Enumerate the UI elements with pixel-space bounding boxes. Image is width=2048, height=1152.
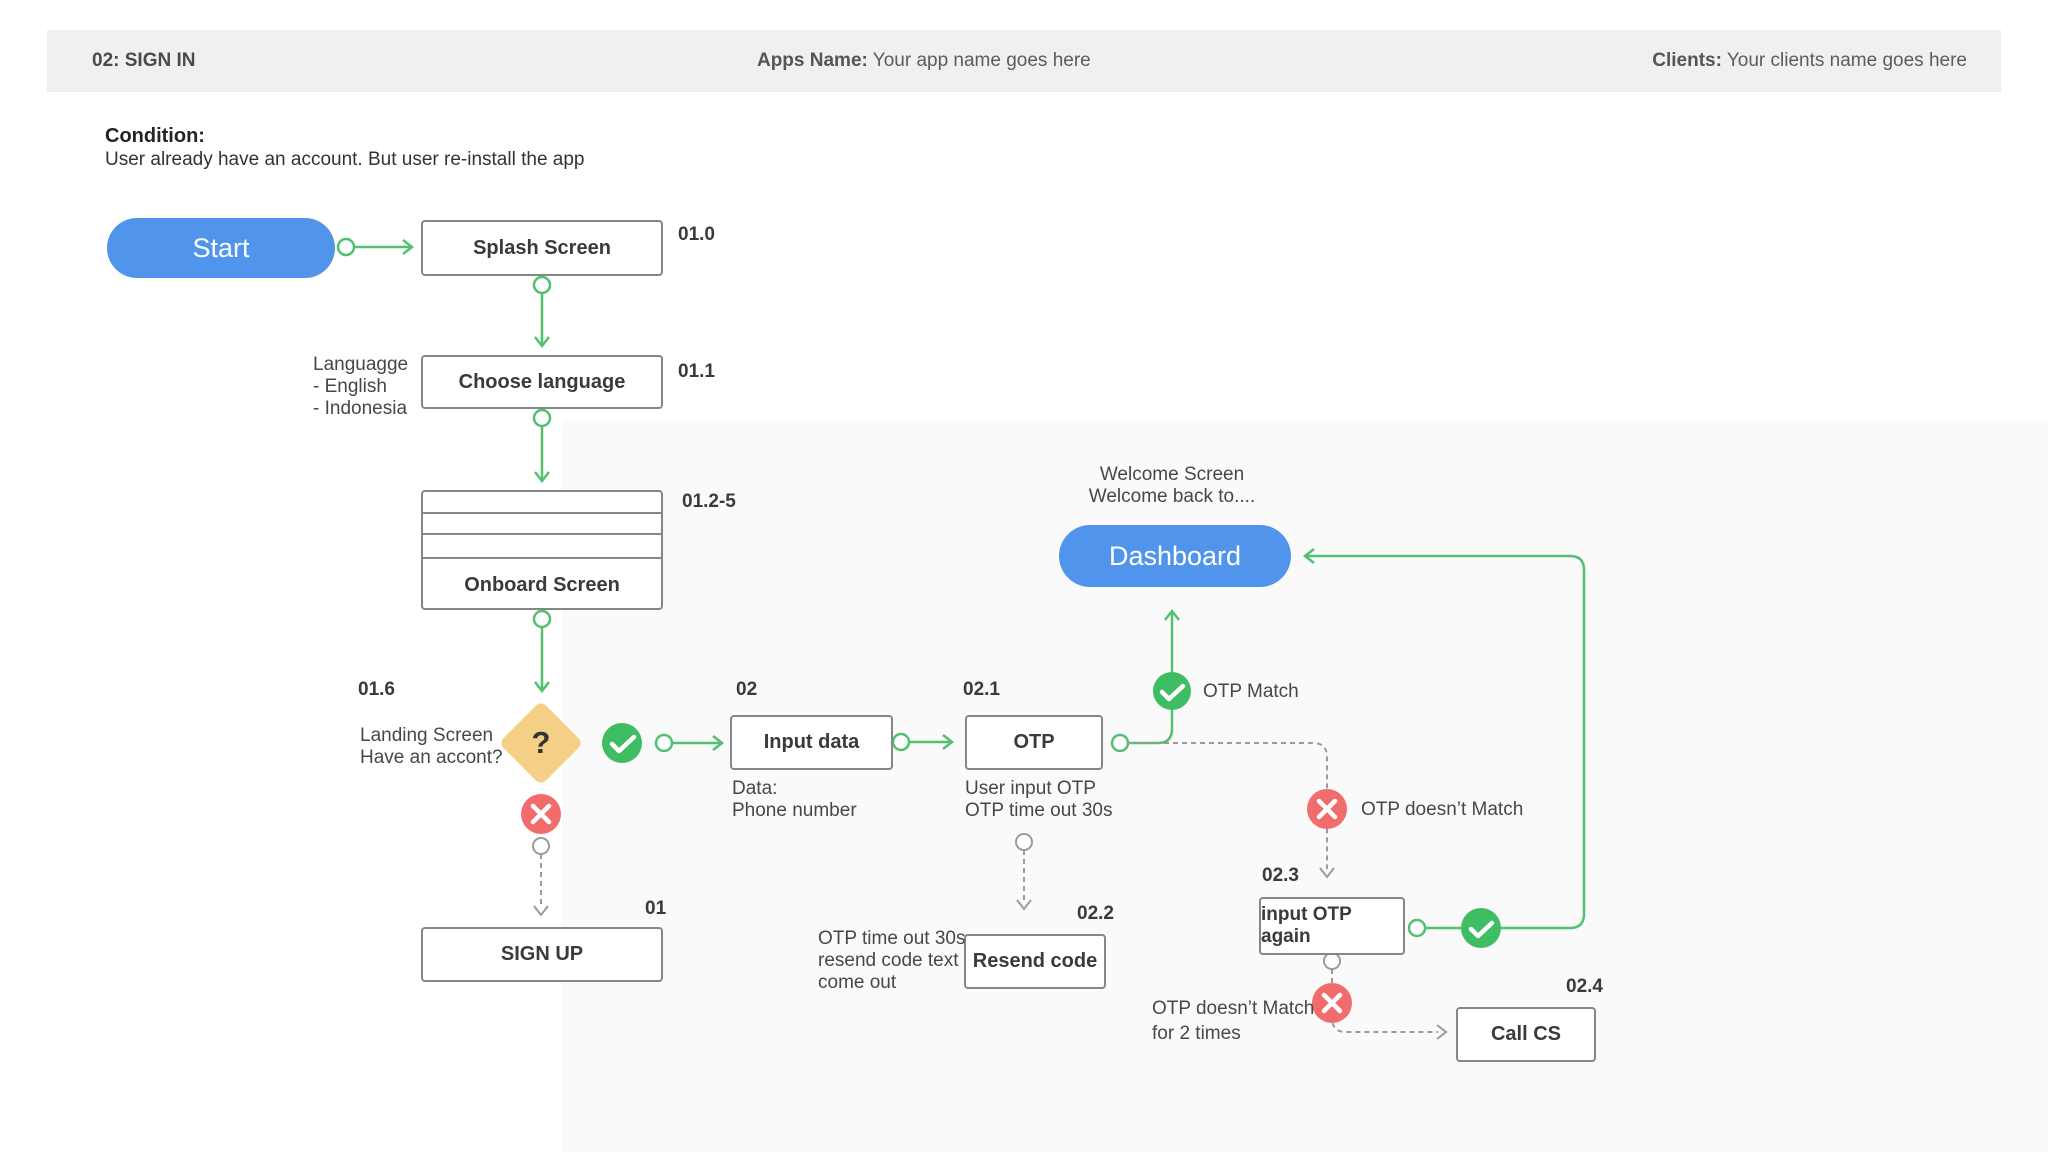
header-client-label: Clients: [1652,50,1722,71]
header-bar: 02: SIGN IN Apps Name: Your app name goe… [47,30,2001,92]
onboard-screen-node[interactable]: Onboard Screen [421,490,663,610]
onboard-screen-label: Onboard Screen [464,574,620,596]
call-cs-label: Call CS [1490,1023,1562,1045]
welcome-note-line: Welcome Screen [1099,464,1245,485]
resend-note-line: OTP time out 30s [818,928,966,949]
tag-input-data: 02 [736,679,758,700]
onboard-row-divider [423,557,661,559]
resend-code-label: Resend code [972,950,1098,972]
tag-resend-code: 02.2 [1077,903,1114,924]
resend-code-note: OTP time out 30s resend code text come o… [818,928,966,994]
arrowhead-down [534,681,550,694]
arrowhead-down [534,471,550,484]
tag-choose-language: 01.1 [678,361,715,382]
condition-title: Condition: [105,125,205,147]
arrowhead-down [533,905,549,917]
retry-success-check-icon [1461,908,1501,948]
landing-note-line: Landing Screen [360,725,494,746]
input-otp-again-node[interactable]: input OTP again [1259,897,1405,955]
resend-note-line: resend code text [818,950,959,971]
onboard-row-divider [423,533,661,535]
otp-note-line: OTP time out 30s [965,800,1113,821]
choose-language-label: Choose language [458,370,626,393]
arrowhead-right [1436,1024,1448,1040]
input-data-note-line: Data: [732,778,778,799]
call-cs-node[interactable]: Call CS [1456,1007,1596,1062]
resend-note-line: come out [818,972,897,993]
landing-screen-note: Landing Screen Have an accont? [360,725,503,769]
header-app-label: Apps Name: [756,50,868,71]
splash-screen-node[interactable]: Splash Screen [421,220,663,276]
otp-note-line: User input OTP [965,778,1096,799]
arrowhead-up [1164,608,1180,621]
input-data-node[interactable]: Input data [730,715,893,770]
arrowhead-down [534,336,550,349]
otp-fail-twice-x-icon [1312,983,1352,1023]
input-otp-again-label: input OTP again [1261,904,1352,947]
onboard-row-divider [423,512,661,514]
start-label: Start [192,232,250,263]
otp-doesnt-match-label: OTP doesn’t Match [1361,799,1524,820]
header-app-name: Apps Name: Your app name goes here [757,50,1091,72]
condition-block: Condition: User already have an account.… [105,124,585,172]
tag-onboard: 01.2-5 [682,491,736,512]
header-section-title: 02: SIGN IN [92,50,196,71]
otp-node[interactable]: OTP [965,715,1103,770]
choose-language-node[interactable]: Choose language [421,355,663,409]
arrowhead-down [1319,867,1335,879]
input-data-note-line: Phone number [732,800,857,821]
port-circle [336,237,356,257]
arrowhead-left [1302,548,1315,564]
language-note-line: - English [313,376,387,397]
landing-note-line: Have an accont? [360,747,503,768]
tag-splash: 01.0 [678,224,715,245]
otp-match-label: OTP Match [1203,681,1299,702]
sign-up-node[interactable]: SIGN UP [421,927,663,982]
welcome-screen-note: Welcome Screen Welcome back to.... [1052,464,1292,508]
header-app-value: Your app name goes here [867,50,1091,71]
welcome-note-line: Welcome back to.... [1088,486,1256,507]
header-client-value: Your clients name goes here [1721,50,1967,71]
sign-up-label: SIGN UP [500,943,584,965]
input-data-note: Data: Phone number [732,778,857,822]
fail-twice-note-line: OTP doesn’t Match [1152,998,1315,1019]
background-panel [562,420,2048,1152]
language-note-line: - Indonesia [313,398,408,419]
start-node[interactable]: Start [107,218,335,278]
arrowhead-right [712,735,725,751]
input-data-label: Input data [763,731,860,753]
tag-input-otp-again: 02.3 [1262,865,1299,886]
dashboard-label: Dashboard [1108,540,1242,571]
decision-question-mark: ? [531,725,551,760]
splash-screen-label: Splash Screen [473,236,611,259]
arrowhead-down [1016,899,1032,911]
otp-label: OTP [1013,731,1055,753]
otp-fail-twice-note: OTP doesn’t Match for 2 times [1152,996,1314,1046]
tag-decision: 01.6 [358,679,395,700]
header-client-name: Clients: Your clients name goes here [1652,50,1967,72]
resend-code-node[interactable]: Resend code [964,934,1106,989]
condition-text: User already have an account. But user r… [105,149,585,170]
otp-match-check-icon [1153,672,1191,710]
decision-no-x-icon [521,794,561,834]
otp-fail-x-icon [1307,789,1347,829]
tag-otp: 02.1 [963,679,1000,700]
dashboard-node[interactable]: Dashboard [1059,525,1291,587]
arrowhead-right [402,239,415,255]
green-connectors [336,237,1586,938]
tag-sign-up: 01 [645,898,667,919]
tag-call-cs: 02.4 [1566,976,1603,997]
language-note-line: Languagge [313,354,409,375]
language-note: Languagge - English - Indonesia [313,354,408,420]
fail-twice-note-line: for 2 times [1152,1023,1241,1044]
otp-note: User input OTP OTP time out 30s [965,778,1113,822]
decision-yes-icon [602,723,642,763]
arrowhead-right [942,734,955,750]
